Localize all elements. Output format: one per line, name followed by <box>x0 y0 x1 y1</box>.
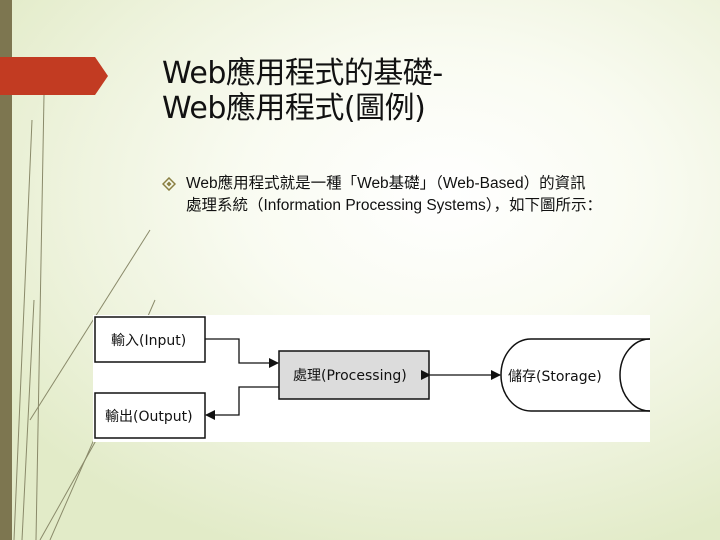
output-box: 輸出(Output) <box>94 392 206 439</box>
slide-title-line-1: Web應用程式的基礎- <box>162 56 443 91</box>
bullet-text-line-1: Web應用程式就是一種「Web基礎」（Web-Based）的資訊 <box>186 175 586 192</box>
left-decor-bar <box>0 0 12 540</box>
processing-label: 處理(Processing) <box>293 368 407 384</box>
bullet-text: Web應用程式就是一種「Web基礎」（Web-Based）的資訊 處理系統（In… <box>186 173 702 217</box>
output-label: 輸出(Output) <box>105 409 193 425</box>
input-label: 輸入(Input) <box>111 333 186 349</box>
ipo-diagram: 輸入(Input) 輸出(Output) 處理(Processing) 儲存(S… <box>93 315 651 442</box>
storage-label: 儲存(Storage) <box>508 369 602 385</box>
input-to-processing-arrow <box>205 338 279 368</box>
title-accent-tab <box>0 57 108 95</box>
slide-title: Web應用程式的基礎- Web應用程式(圖例) <box>162 56 682 126</box>
processing-box: 處理(Processing) <box>278 350 430 400</box>
storage-cylinder: 儲存(Storage) <box>500 338 651 412</box>
processing-to-output-arrow <box>205 386 279 420</box>
diamond-bullet-icon <box>162 177 176 191</box>
input-box: 輸入(Input) <box>94 316 206 363</box>
slide-title-line-2: Web應用程式(圖例) <box>162 91 426 126</box>
bullet-text-line-2: 處理系統（Information Processing Systems），如下圖… <box>186 197 603 214</box>
bullet-item: Web應用程式就是一種「Web基礎」（Web-Based）的資訊 處理系統（In… <box>162 173 702 217</box>
